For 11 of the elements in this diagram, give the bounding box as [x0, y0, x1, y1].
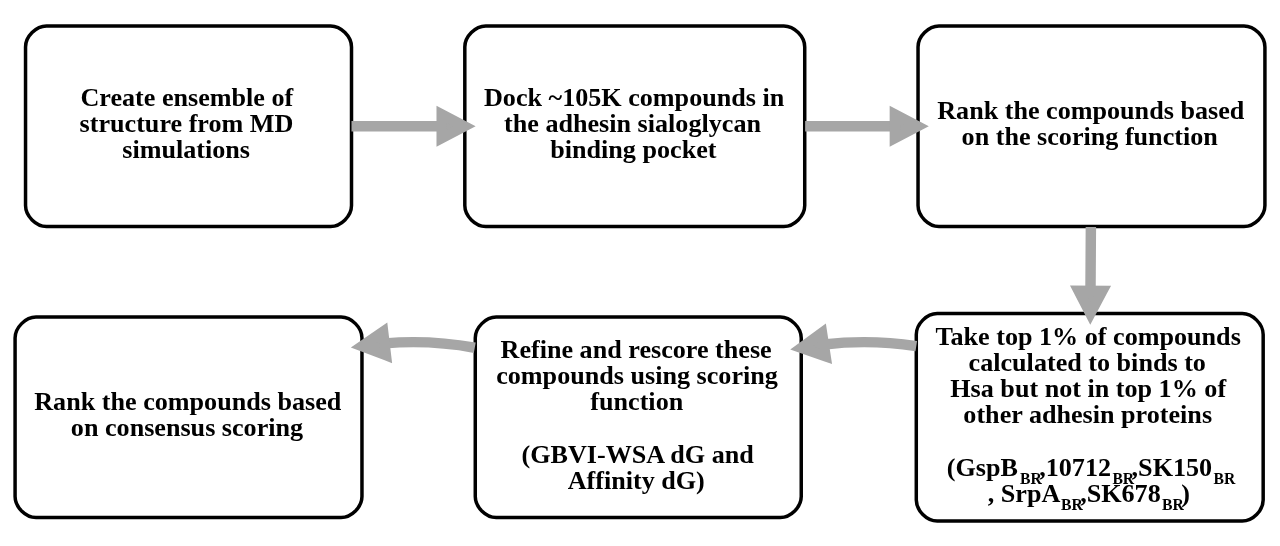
arrow	[351, 105, 476, 147]
arrow	[790, 322, 917, 364]
node-box: Refine and rescore these compounds using scoring function (GBVI-WSA dG and Affinity dG)	[473, 314, 803, 519]
arrow	[350, 321, 476, 363]
node-box: Rank the compounds based on consensus scoring	[13, 314, 364, 519]
arrow	[805, 105, 929, 147]
node-box: Create ensemble of structure from MD simulations	[23, 23, 354, 228]
arrow	[1069, 226, 1112, 325]
node-box: Rank the compounds based on the scoring function	[916, 23, 1267, 228]
node-box: Take top 1% of compounds calculated to binds to Hsa but not in top 1% of other adhesin proteins (GspB$_{BR}$,10712$_{BR}$,SK150$_{BR}$ , SrpA$_{BR}$,SK678$_{BR}$)	[914, 311, 1265, 523]
node-box: Dock ~105K compounds in the adhesin sialoglycan binding pocket	[463, 23, 807, 228]
